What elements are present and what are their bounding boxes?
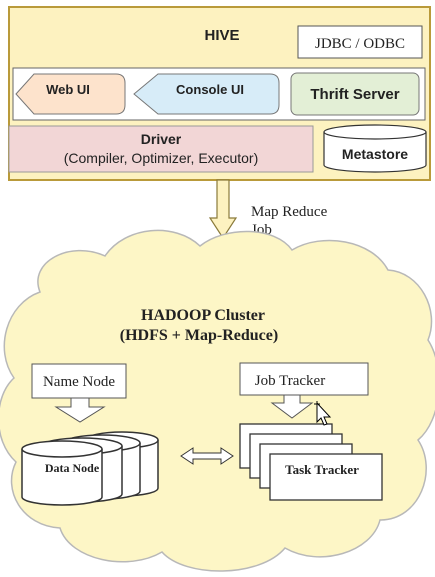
task-tracker-stack <box>239 423 383 501</box>
data-task-double-arrow <box>180 447 234 465</box>
hadoop-title-line1: HADOOP Cluster <box>141 307 265 324</box>
thrift-server-box <box>290 72 420 116</box>
metastore-cylinder <box>323 124 427 173</box>
web-ui-label: Web UI <box>46 82 90 97</box>
task-tracker-label: Task Tracker <box>285 462 359 477</box>
console-ui-shape <box>133 73 280 115</box>
thrift-server-label: Thrift Server <box>310 86 399 103</box>
name-node-label: Name Node <box>43 374 115 390</box>
driver-box <box>8 125 314 173</box>
map-reduce-job-arrow <box>208 179 238 240</box>
job-tracker-label: Job Tracker <box>255 373 325 389</box>
arrow-label-line1: Map Reduce <box>251 204 328 220</box>
data-node-label: Data Node <box>45 461 100 475</box>
hadoop-cloud <box>0 229 435 572</box>
hadoop-title-line2: (HDFS + Map-Reduce) <box>120 327 278 344</box>
web-ui-shape <box>15 73 126 115</box>
hive-title: HIVE <box>204 27 239 44</box>
job-tracker-box <box>239 362 369 396</box>
job-tracker-arrow <box>270 394 314 419</box>
data-node-stack <box>21 431 159 506</box>
driver-title: Driver <box>141 131 182 147</box>
driver-detail: (Compiler, Optimizer, Executor) <box>64 150 259 166</box>
name-node-arrow <box>54 397 106 423</box>
mouse-cursor-icon <box>314 401 332 426</box>
jdbc-odbc-box <box>297 25 423 59</box>
name-node-box <box>31 363 127 399</box>
console-ui-label: Console UI <box>176 82 244 97</box>
metastore-label: Metastore <box>342 146 408 162</box>
jdbc-odbc-label: JDBC / ODBC <box>315 36 405 52</box>
